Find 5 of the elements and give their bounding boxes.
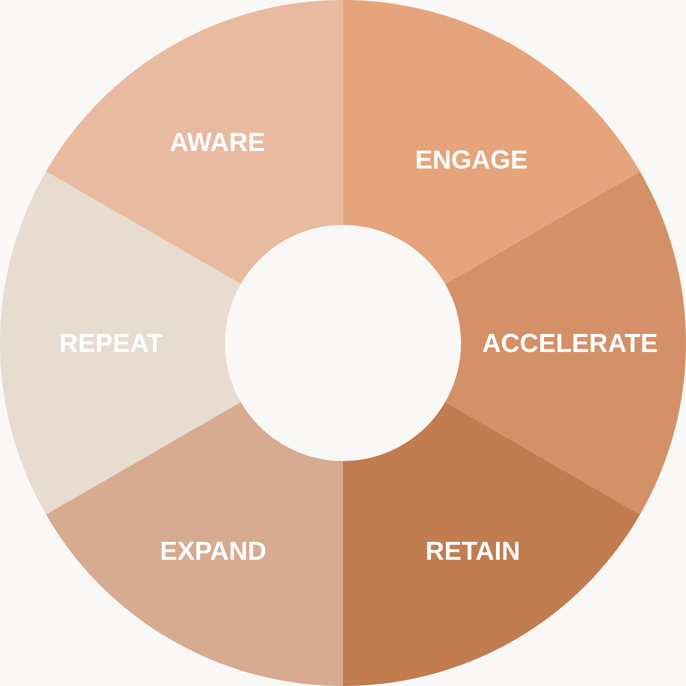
cycle-segment: RETAIN [343,402,640,686]
cycle-segment: ENGAGE [343,0,640,284]
cycle-segment: EXPAND [46,402,343,686]
cycle-segment: AWARE [46,0,343,284]
cycle-segment: ACCELERATE [445,172,686,514]
